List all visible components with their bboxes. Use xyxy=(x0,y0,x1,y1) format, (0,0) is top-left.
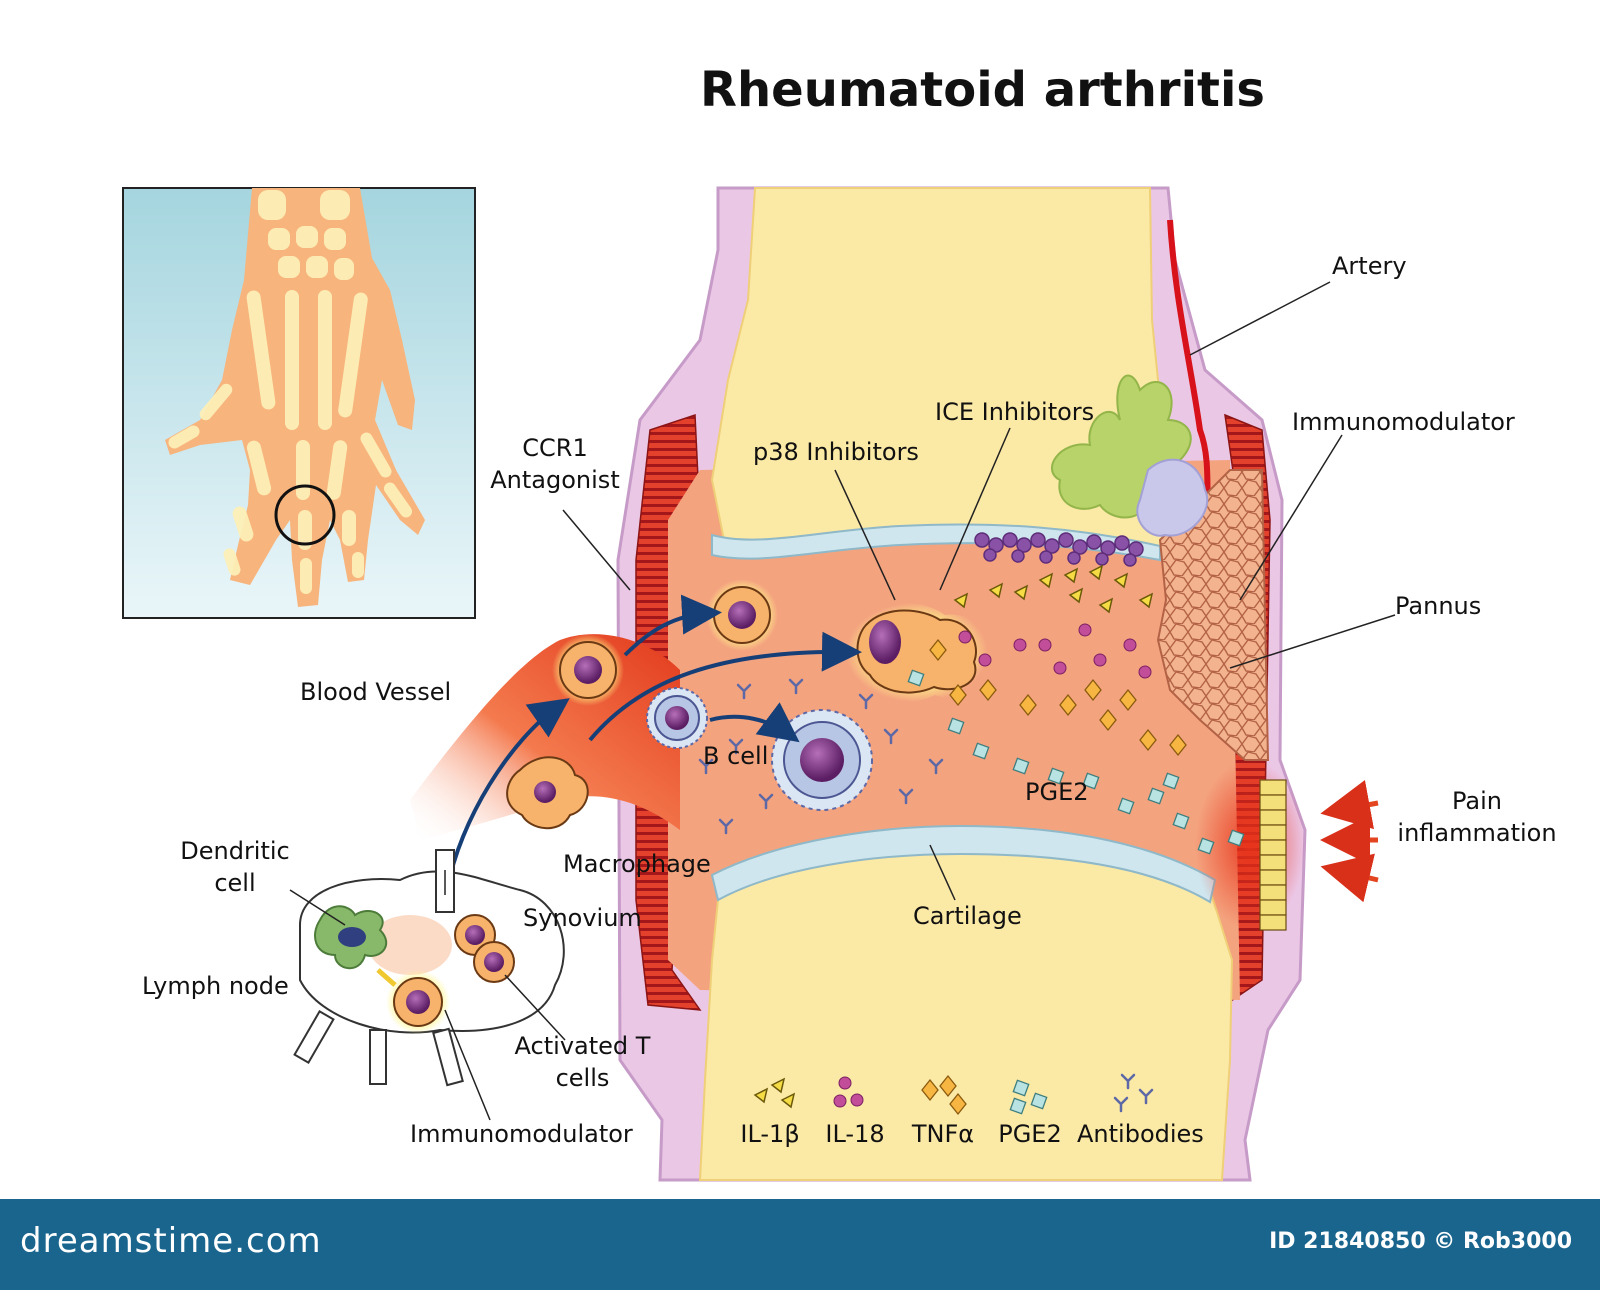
b-cell-large xyxy=(771,709,873,811)
label-activated-line1: Activated T xyxy=(514,1032,651,1060)
footer-bar: dreamstime.com ID 21840850 © Rob3000 xyxy=(0,1199,1600,1290)
label-cartilage: Cartilage xyxy=(913,902,1022,930)
label-artery: Artery xyxy=(1332,252,1407,280)
footer-credit: ID 21840850 © Rob3000 xyxy=(1269,1229,1572,1254)
upper-cartilage xyxy=(711,523,1161,562)
label-immunomodulator-bottom: Immunomodulator xyxy=(410,1120,633,1148)
page-title: Rheumatoid arthritis xyxy=(700,62,1265,118)
cells xyxy=(506,579,988,830)
label-activated-t-cells: Activated T cells xyxy=(505,1030,660,1094)
label-ccr1-line1: CCR1 xyxy=(522,434,588,462)
label-ccr1-line2: Antagonist xyxy=(490,466,620,494)
leader-lines xyxy=(289,281,1396,1121)
label-dendritic-line2: cell xyxy=(214,869,256,897)
label-pain-line1: Pain xyxy=(1452,787,1502,815)
affected-joint-marker xyxy=(274,484,336,546)
label-activated-line2: cells xyxy=(555,1064,610,1092)
label-macrophage: Macrophage xyxy=(563,850,711,878)
label-lymph-node: Lymph node xyxy=(142,972,289,1000)
legend-icon-antibodies xyxy=(1113,1073,1154,1113)
label-blood-vessel: Blood Vessel xyxy=(300,678,452,706)
label-pge2: PGE2 xyxy=(1025,778,1089,806)
tnfa-diamonds xyxy=(929,638,1187,757)
il1b-triangles xyxy=(953,564,1154,614)
label-b-cell: B cell xyxy=(703,742,769,770)
antibodies xyxy=(698,678,944,835)
label-pannus: Pannus xyxy=(1395,592,1482,620)
label-pain-line2: inflammation xyxy=(1397,819,1557,847)
il18-dots xyxy=(958,623,1152,679)
label-ccr1: CCR1 Antagonist xyxy=(485,432,625,496)
footer-brand[interactable]: dreamstime.com xyxy=(20,1221,322,1261)
legend-icon-tnfa xyxy=(921,1074,967,1116)
hand-inset xyxy=(122,187,476,619)
b-cell-small xyxy=(646,687,708,749)
legend-label-tnfa: TNFα xyxy=(911,1120,975,1148)
legend-icon-il1b xyxy=(753,1077,796,1109)
label-pain-inflammation: Pain inflammation xyxy=(1392,785,1562,849)
legend-label-il1b: IL-1β xyxy=(740,1120,800,1148)
label-ice-inhibitors: ICE Inhibitors xyxy=(935,398,1095,426)
pain-arrows xyxy=(1320,779,1379,903)
label-dendritic-line1: Dendritic xyxy=(180,837,290,865)
pannus xyxy=(1156,469,1270,761)
label-dendritic-cell: Dendritic cell xyxy=(170,835,300,899)
legend-icon-il18 xyxy=(833,1076,864,1108)
legend-icon-pge2 xyxy=(1009,1079,1048,1115)
label-immunomodulator-right: Immunomodulator xyxy=(1292,408,1515,436)
hand-bones xyxy=(168,190,413,594)
lymph-node xyxy=(293,849,565,1087)
pge2-squares xyxy=(907,669,1245,855)
legend-label-antibodies: Antibodies xyxy=(1077,1120,1204,1148)
inflamed-cell-column xyxy=(1259,779,1287,931)
label-p38-inhibitors: p38 Inhibitors xyxy=(753,438,919,466)
legend-label-il18: IL-18 xyxy=(825,1120,885,1148)
purple-bead-chain xyxy=(974,532,1144,567)
legend-label-pge2: PGE2 xyxy=(998,1120,1062,1148)
label-synovium: Synovium xyxy=(523,904,642,932)
